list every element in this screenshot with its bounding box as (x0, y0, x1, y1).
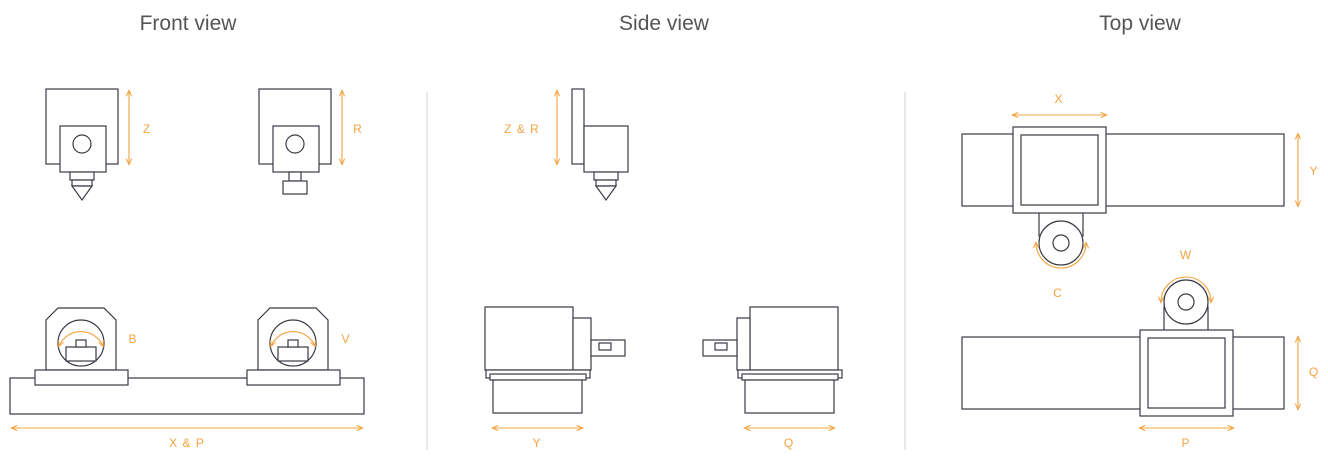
label-c: C (1053, 286, 1063, 300)
label-v: V (341, 332, 351, 346)
heading-side-view: Side view (619, 12, 709, 35)
side-tool-head (571, 88, 629, 202)
label-b: B (128, 332, 138, 346)
top-c-rotation-arrow (1036, 243, 1086, 269)
label-x-and-p: X & P (169, 436, 205, 450)
front-z-head (45, 88, 119, 202)
heading-top-view: Top view (1099, 12, 1181, 35)
front-v-rotary (246, 307, 341, 386)
label-z: Z (142, 122, 152, 136)
front-b-rotation-arrow (59, 331, 103, 346)
label-p: P (1181, 436, 1191, 450)
label-y-top: Y (1309, 164, 1319, 178)
top-upper-assembly (961, 126, 1285, 266)
top-lower-assembly (961, 279, 1285, 417)
label-r: R (353, 122, 363, 136)
label-q-side: Q (783, 436, 795, 450)
heading-front-view: Front view (139, 12, 237, 35)
label-z-and-r: Z & R (504, 122, 540, 136)
side-q-slide (702, 306, 843, 414)
front-v-rotation-arrow (271, 331, 315, 346)
side-y-slide (484, 306, 626, 414)
label-x-top: X (1054, 92, 1064, 106)
label-y-side: Y (532, 436, 542, 450)
front-r-head (258, 88, 332, 195)
top-w-rotation-arrow (1161, 276, 1211, 302)
label-w: W (1179, 248, 1193, 262)
front-b-rotary (34, 307, 129, 386)
label-q-top: Q (1308, 365, 1320, 379)
